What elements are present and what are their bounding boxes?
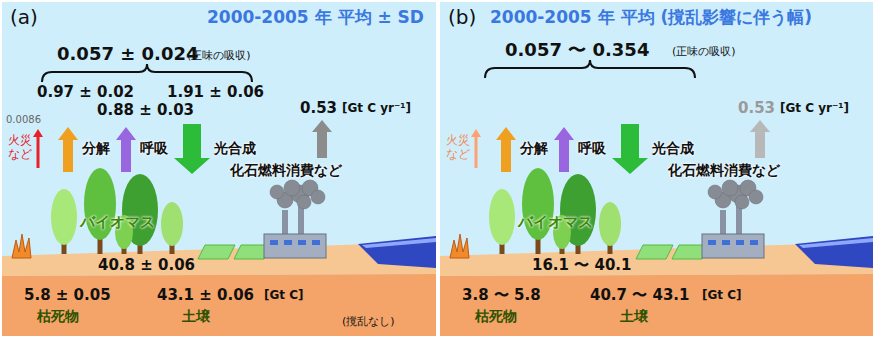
flux-arrow (750, 120, 770, 158)
pool-name: バイオマス (518, 214, 593, 231)
pool-name: 土壌 (182, 308, 210, 324)
tree-crown (161, 202, 183, 246)
note: (正味の吸収) (672, 46, 736, 59)
flux-arrow (312, 120, 332, 158)
brace (42, 64, 252, 82)
flux-name: 光合成 (652, 140, 694, 156)
flux-value: 0.88 ± 0.03 (97, 102, 194, 119)
factory-window (722, 240, 730, 245)
flux-name: 火災 など (8, 134, 34, 162)
factory (264, 234, 326, 258)
pool-value: 16.1 〜 40.1 (532, 257, 631, 274)
flux-name: 光合成 (214, 140, 256, 156)
flux-name: 分解 (82, 140, 110, 156)
pool-value: 3.8 〜 5.8 (462, 287, 541, 304)
flux-name: 化石燃料消費など (668, 162, 780, 178)
pool-value: 40.7 〜 43.1 (590, 287, 689, 304)
smoke (297, 195, 311, 209)
flux-name: 呼吸 (578, 140, 606, 156)
water (795, 236, 873, 268)
pool-name: 枯死物 (475, 308, 517, 324)
factory-window (284, 240, 292, 245)
flux-arrow (471, 129, 481, 168)
note: (正味の吸収) (187, 50, 251, 63)
unit: [Gt C yr⁻¹] (780, 102, 849, 116)
smoke (735, 195, 749, 209)
panel-letter: (b) (448, 6, 476, 29)
flux-arrow (496, 127, 516, 172)
factory-window (270, 240, 278, 245)
chimney (736, 205, 742, 236)
water (358, 236, 436, 268)
factory-window (312, 240, 320, 245)
smoke (708, 185, 722, 199)
flux-arrow (33, 129, 43, 168)
panel-letter: (a) (10, 6, 38, 29)
pool-name: バイオマス (80, 214, 155, 231)
soil (2, 274, 436, 336)
pool-name: 土壌 (620, 308, 648, 324)
flux-value: 0.0086 (6, 114, 41, 126)
factory-window (708, 240, 716, 245)
tree-crown (51, 189, 77, 245)
factory-window (750, 240, 758, 245)
smoke (270, 185, 284, 199)
factory-window (298, 240, 306, 245)
water-surface (362, 238, 436, 248)
flux-name: 呼吸 (140, 140, 168, 156)
flux-arrow (554, 127, 574, 172)
panel-title: 2000-2005 年 平均 ± SD (207, 8, 424, 28)
flux-value: 0.53 (738, 100, 775, 117)
sky (2, 2, 436, 336)
unit: [Gt C yr⁻¹] (342, 102, 411, 116)
water-surface (799, 238, 873, 248)
flux-value: 1.91 ± 0.06 (167, 84, 264, 101)
smoke (722, 180, 738, 196)
chimney (282, 210, 288, 236)
flux-arrow (612, 124, 648, 174)
unit: [Gt C] (264, 289, 304, 303)
panel-scene (440, 2, 873, 336)
pool-value: 43.1 ± 0.06 (157, 287, 254, 304)
net-flux: 0.057 〜 0.354 (505, 40, 649, 61)
unit: [Gt C] (702, 289, 742, 303)
smoke (749, 190, 763, 204)
flux-name: 分解 (520, 140, 548, 156)
smoke (311, 190, 325, 204)
chimney (720, 210, 726, 236)
fire-plant (12, 234, 31, 258)
chimney (298, 205, 304, 236)
diagram-panel: (b) 2000-2005 年 平均 (撹乱影響に伴う幅) (440, 2, 873, 336)
net-flux: 0.057 ± 0.024 (57, 44, 199, 65)
fire-plant (450, 234, 469, 258)
sky (440, 2, 873, 336)
flux-arrow (174, 124, 210, 174)
flux-value: 0.97 ± 0.02 (37, 84, 134, 101)
soil (440, 274, 873, 336)
factory (702, 234, 764, 258)
flux-value: 0.53 (300, 100, 337, 117)
factory-window (736, 240, 744, 245)
flux-name: 化石燃料消費など (230, 162, 342, 178)
smoke (284, 180, 300, 196)
flux-name: 火災 など (446, 134, 472, 162)
flux-arrow (116, 127, 136, 172)
tree-crown (599, 202, 621, 246)
brace (485, 60, 695, 78)
note: (撹乱なし) (342, 316, 395, 329)
panel-scene (2, 2, 436, 336)
grass-field (636, 245, 673, 259)
pool-name: 枯死物 (37, 308, 79, 324)
grass-field (198, 245, 235, 259)
panel-title: 2000-2005 年 平均 (撹乱影響に伴う幅) (490, 8, 812, 28)
flux-arrow (58, 127, 78, 172)
pool-value: 40.8 ± 0.06 (98, 257, 195, 274)
pool-value: 5.8 ± 0.05 (24, 287, 111, 304)
tree-crown (489, 189, 515, 245)
